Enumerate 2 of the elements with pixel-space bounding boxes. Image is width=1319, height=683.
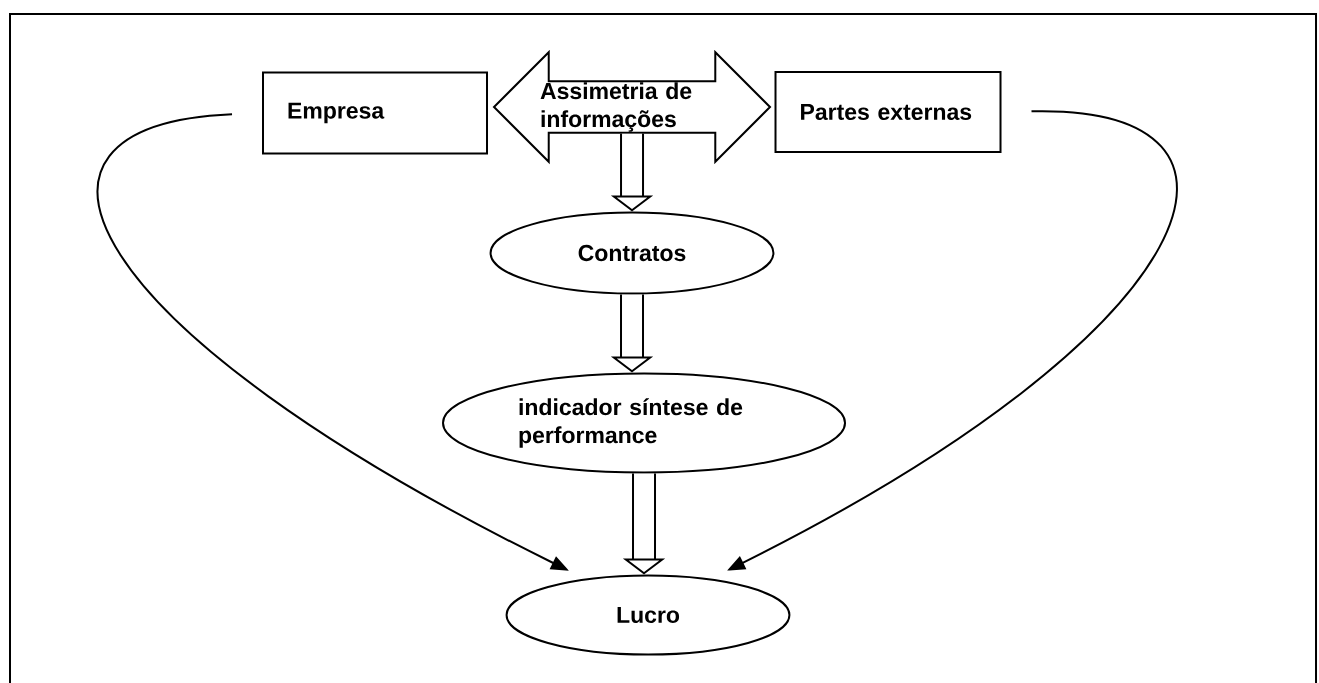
company-box: Empresa (262, 71, 488, 155)
party-box: Partes externas (774, 71, 1002, 153)
